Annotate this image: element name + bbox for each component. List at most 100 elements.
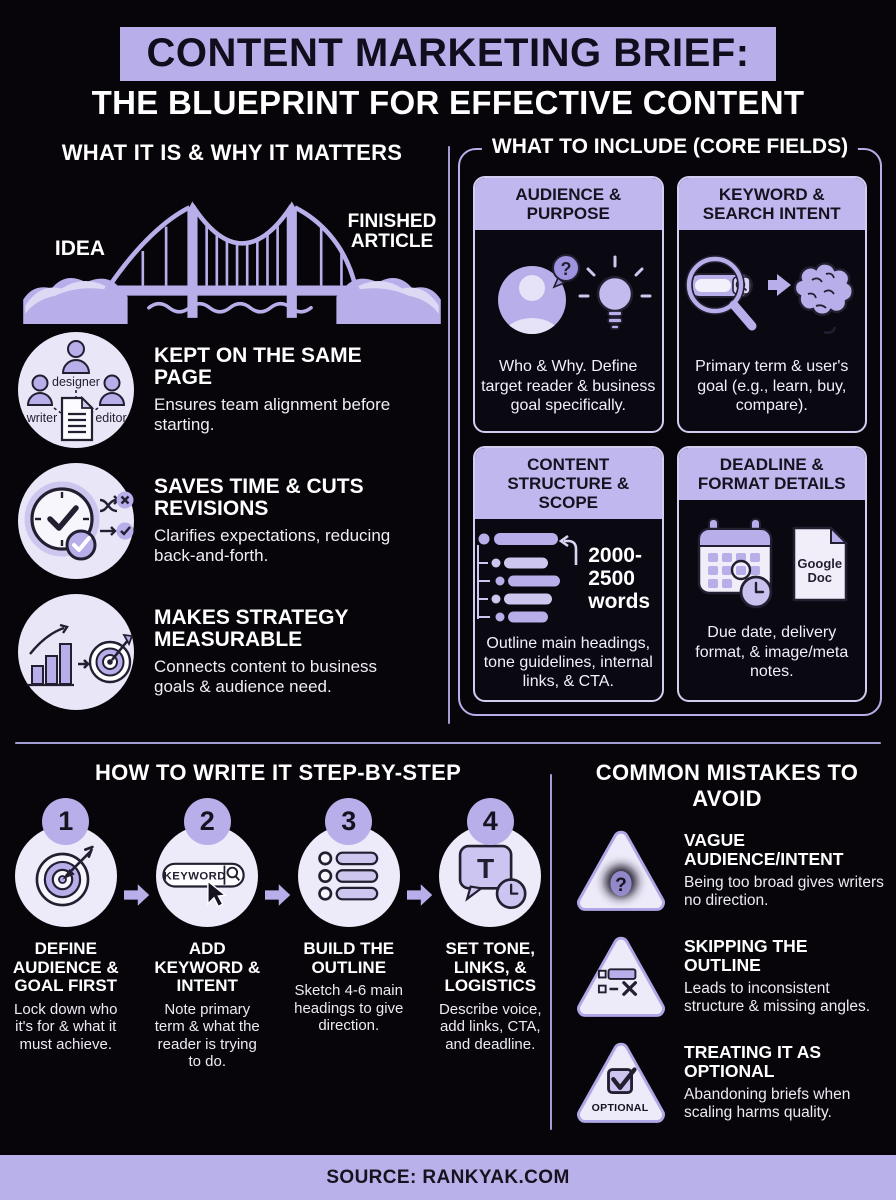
include-card-grid: AUDIENCE & PURPOSE (473, 176, 867, 702)
bridge-left-label: IDEA (54, 237, 106, 260)
mistake-treating-optional: OPTIONAL TREATING IT AS OPTIONAL Abandon… (572, 1038, 888, 1128)
benefit-strategy: MAKES STRATEGY MEASURABLE Connects conte… (18, 594, 446, 710)
step-title: SET TONE, LINKS, & LOGISTICS (444, 939, 537, 996)
what-it-is-section: WHAT IT IS & WHY IT MATTERS (18, 132, 446, 732)
mistake-desc: Being too broad gives writers no directi… (684, 873, 884, 910)
mistake-text: TREATING IT AS OPTIONAL Abandoning brief… (684, 1043, 888, 1123)
footer: SOURCE: RANKYAK.COM (0, 1155, 896, 1200)
mistake-desc: Abandoning briefs when scaling harms qua… (684, 1085, 851, 1122)
how-to-write-section: HOW TO WRITE IT STEP-BY-STEP 1 (8, 752, 548, 1136)
vague-audience-warning-icon: ? (572, 826, 670, 916)
mistake-title: TREATING IT AS OPTIONAL (684, 1042, 822, 1082)
benefit-saves-time: SAVES TIME & CUTS REVISIONS Clarifies ex… (18, 463, 446, 579)
source-text: SOURCE: RANKYAK.COM (326, 1166, 570, 1188)
step-1: 1 DEFINE AUDIENCE & GOAL FIRST (8, 798, 124, 1053)
bottom-section: HOW TO WRITE IT STEP-BY-STEP 1 (0, 744, 896, 1136)
bottom-vertical-divider (550, 774, 552, 1130)
magnifier-brain-icon (684, 244, 860, 348)
horizontal-divider (15, 742, 881, 744)
card-structure-scope: CONTENT STRUCTURE & SCOPE (473, 445, 664, 702)
steps-row: 1 DEFINE AUDIENCE & GOAL FIRST (8, 798, 548, 1071)
benefit-title: SAVES TIME & CUTS REVISIONS (154, 474, 364, 521)
team-label-writer: writer (26, 411, 58, 425)
card-body: Primary term & user's goal (e.g., learn,… (679, 230, 866, 430)
card-body: Google Doc Due date, delivery format, & … (679, 500, 866, 700)
card-desc: Outline main headings, tone guidelines, … (483, 634, 653, 691)
word-count-annotation: 2000-2500 words (588, 543, 651, 613)
team-label-editor: editor (95, 411, 126, 425)
step-title: BUILD THE OUTLINE (303, 939, 395, 977)
card-desc: Who & Why. Define target reader & busine… (481, 358, 656, 414)
step-arrow-icon (123, 880, 150, 910)
top-vertical-divider (448, 146, 450, 724)
how-to-write-title: HOW TO WRITE IT STEP-BY-STEP (94, 760, 462, 785)
card-body: ? (475, 230, 662, 430)
step-desc: Sketch 4-6 main headings to give directi… (294, 982, 404, 1035)
calendar-clock-icon (697, 517, 773, 608)
outline-list-step-icon (297, 825, 400, 927)
card-title: AUDIENCE & PURPOSE (475, 178, 662, 231)
step-desc: Note primary term & what the reader is t… (154, 1001, 260, 1071)
person-question-lightbulb-icon: ? (484, 244, 652, 348)
card-keyword-intent: KEYWORD & SEARCH INTENT (676, 176, 867, 433)
clock-check-icon (18, 463, 134, 579)
svg-text:T: T (477, 853, 494, 884)
step-3: 3 BUILD THE OU (291, 798, 407, 1035)
benefit-text: KEPT ON THE SAME PAGE Ensures team align… (154, 343, 416, 435)
card-desc: Due date, delivery format, & image/meta … (695, 624, 849, 680)
benefit-text: MAKES STRATEGY MEASURABLE Connects conte… (154, 605, 416, 697)
mistake-desc: Leads to inconsistent structure & missin… (684, 979, 871, 1016)
card-title: DEADLINE & FORMAT DETAILS (678, 447, 865, 500)
step-number-badge: 1 (42, 798, 90, 845)
benefit-desc: Clarifies expectations, reducing back-an… (154, 525, 391, 565)
card-title: CONTENT STRUCTURE & SCOPE (475, 447, 662, 519)
team-label-designer: designer (52, 375, 100, 389)
card-deadline-format: DEADLINE & FORMAT DETAILS (676, 445, 867, 702)
page-subtitle: THE BLUEPRINT FOR EFFECTIVE CONTENT (91, 84, 805, 121)
what-to-include-title: WHAT TO INCLUDE (CORE FIELDS) (481, 135, 859, 159)
step-desc: Lock down who it's for & what it must ac… (14, 1001, 118, 1053)
benefits-list: designer writer editor KEPT ON TH (18, 332, 446, 710)
chart-target-icon (18, 594, 134, 710)
step-number-badge: 2 (183, 798, 231, 845)
google-doc-label: Google Doc (797, 555, 843, 585)
card-body: 2000-2500 words Outline main headings, t… (475, 519, 662, 700)
card-desc: Primary term & user's goal (e.g., learn,… (695, 358, 849, 414)
bridge-icon (23, 201, 441, 324)
calendar-clock-doc-icon: Google Doc (693, 517, 851, 611)
step-title: ADD KEYWORD & INTENT (154, 939, 261, 996)
mistake-text: VAGUE AUDIENCE/INTENT Being too broad gi… (684, 831, 888, 911)
skipped-outline-warning-icon (572, 932, 670, 1022)
mistake-skipping-outline: SKIPPING THE OUTLINE Leads to inconsiste… (572, 932, 888, 1022)
optional-checkbox-warning-icon: OPTIONAL (572, 1038, 670, 1128)
card-title: KEYWORD & SEARCH INTENT (678, 178, 865, 231)
bridge-figure: IDEA FINISHED ARTICLE (18, 172, 446, 324)
step-arrow-icon (265, 880, 291, 910)
benefit-text: SAVES TIME & CUTS REVISIONS Clarifies ex… (154, 474, 416, 566)
header: CONTENT MARKETING BRIEF: THE BLUEPRINT F… (0, 0, 896, 122)
benefit-desc: Ensures team alignment before starting. (154, 394, 391, 434)
benefit-team-alignment: designer writer editor KEPT ON TH (18, 332, 446, 448)
optional-label: OPTIONAL (592, 1102, 649, 1114)
svg-text:?: ? (561, 259, 572, 279)
top-section: WHAT IT IS & WHY IT MATTERS (0, 122, 896, 732)
mistake-vague-audience: ? VAGUE AUDIENCE/INTENT Being too broad … (572, 826, 888, 916)
outline-list-icon: 2000-2500 words (475, 525, 662, 631)
google-doc-icon: Google Doc (789, 525, 851, 603)
step-4: 4 T SET TONE, LINKS, & LOGISTICS Describ… (433, 798, 549, 1053)
what-to-include-section: WHAT TO INCLUDE (CORE FIELDS) AUDIENCE &… (458, 132, 882, 732)
question-mark-label: ? (615, 875, 627, 896)
card-audience-purpose: AUDIENCE & PURPOSE (473, 176, 664, 433)
what-it-is-title: WHAT IT IS & WHY IT MATTERS (61, 140, 403, 165)
step-title: DEFINE AUDIENCE & GOAL FIRST (12, 939, 119, 996)
step-desc: Describe voice, add links, CTA, and dead… (438, 1001, 542, 1053)
benefit-title: KEPT ON THE SAME PAGE (154, 343, 362, 390)
keyword-label: KEYWORD (164, 870, 226, 882)
mistake-title: SKIPPING THE OUTLINE (684, 936, 808, 976)
mistake-text: SKIPPING THE OUTLINE Leads to inconsiste… (684, 937, 888, 1017)
page-title: CONTENT MARKETING BRIEF: (120, 27, 776, 81)
benefit-desc: Connects content to business goals & aud… (154, 656, 378, 696)
step-2: 2 KEYWORD ADD KEYWORD & INTENT Note prim… (150, 798, 266, 1071)
benefit-title: MAKES STRATEGY MEASURABLE (154, 605, 349, 652)
